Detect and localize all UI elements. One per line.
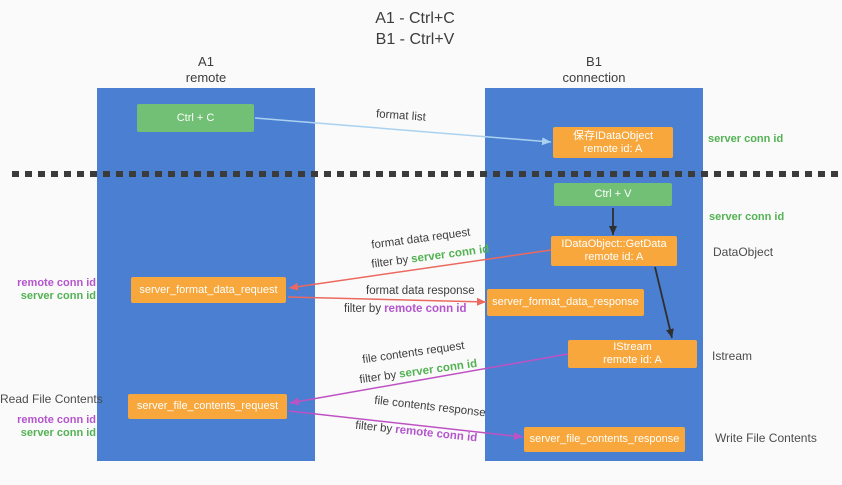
node-server-format-data-request: server_format_data_request <box>131 277 286 303</box>
remote-conn-id-text: remote conn id <box>384 303 467 315</box>
annotation-server-conn-id-top: server conn id <box>708 133 784 145</box>
node-istream: IStream remote id: A <box>568 340 697 368</box>
lifeline-a1-name: A1 <box>198 54 214 69</box>
server-conn-id-text: server conn id <box>398 357 478 381</box>
filter-by-prefix: filter by <box>370 253 410 271</box>
annotation-dataobject: DataObject <box>713 245 774 259</box>
annotation-istream: Istream <box>712 349 753 363</box>
lifeline-b1-header: B1 connection <box>485 54 703 86</box>
node-save-dataobject-line1: 保存IDataObject <box>572 129 654 142</box>
annotation-conn-ids-format: remote conn id server conn id <box>0 277 96 303</box>
annotation-read-file-contents: Read File Contents <box>0 392 103 406</box>
lifeline-a1-header: A1 remote <box>97 54 315 86</box>
title-line-1: A1 - Ctrl+C <box>375 10 455 27</box>
title-line-2: B1 - Ctrl+V <box>375 31 455 48</box>
diagram-title: A1 - Ctrl+C B1 - Ctrl+V <box>325 8 505 50</box>
node-server-format-data-response: server_format_data_response <box>487 289 644 316</box>
node-istream-line1: IStream <box>613 341 652 353</box>
node-ctrl-v: Ctrl + V <box>554 183 672 206</box>
label-format-list: format list <box>375 108 427 124</box>
lifeline-a1-role: remote <box>185 70 227 85</box>
lifeline-b1-name: B1 <box>586 54 602 69</box>
node-getdata-line2: remote id: A <box>584 251 644 263</box>
filter-by-prefix: filter by <box>358 369 398 387</box>
node-save-dataobject-line2: remote id: A <box>583 142 643 155</box>
filter-by-prefix: filter by <box>344 303 382 315</box>
remote-conn-id-text: remote conn id <box>17 414 96 426</box>
server-conn-id-text: server conn id <box>410 243 490 266</box>
session-separator-line <box>12 171 842 177</box>
server-conn-id-text: server conn id <box>20 290 96 302</box>
remote-conn-id-text: remote conn id <box>394 423 478 445</box>
filter-by-prefix: filter by <box>354 419 393 436</box>
node-server-file-contents-response: server_file_contents_response <box>524 427 685 452</box>
remote-conn-id-text: remote conn id <box>17 277 96 289</box>
node-ctrl-c: Ctrl + C <box>137 104 254 132</box>
label-format-data-response: format data response <box>366 285 475 297</box>
arrow-format-data-response <box>287 296 487 306</box>
node-save-dataobject: 保存IDataObject remote id: A <box>553 127 673 158</box>
node-server-file-contents-request: server_file_contents_request <box>128 394 287 419</box>
node-istream-line2: remote id: A <box>603 354 662 366</box>
annotation-write-file-contents: Write File Contents <box>715 431 817 445</box>
annotation-conn-ids-file: remote conn id server conn id <box>0 414 96 440</box>
label-file-contents-response: file contents response <box>373 394 487 420</box>
server-conn-id-text: server conn id <box>20 427 96 439</box>
lifeline-b1-role: connection <box>562 70 626 85</box>
node-getdata-line1: IDataObject::GetData <box>561 238 667 250</box>
annotation-server-conn-id-mid: server conn id <box>709 211 785 223</box>
node-idataobject-getdata: IDataObject::GetData remote id: A <box>551 236 677 266</box>
